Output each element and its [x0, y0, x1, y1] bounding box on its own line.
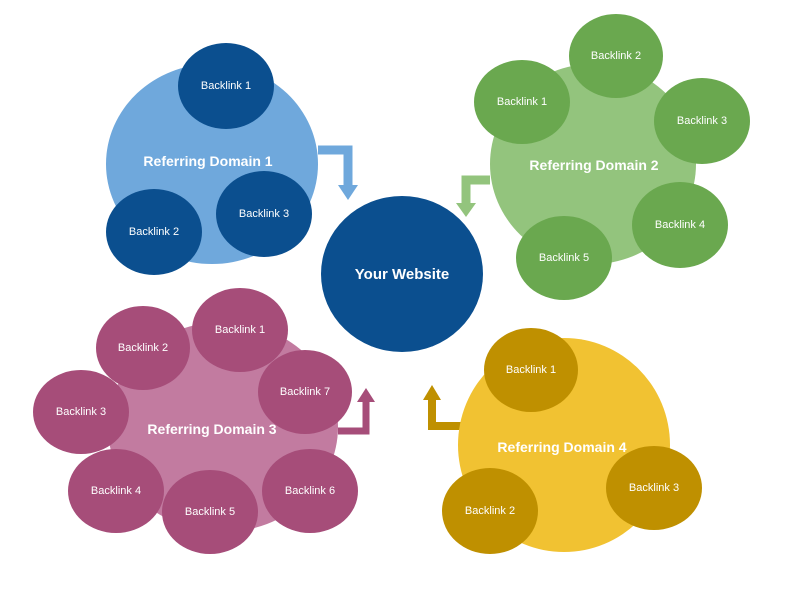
domain-3-backlink-6: Backlink 6 — [262, 449, 358, 533]
arrow-domain3 — [338, 388, 375, 435]
arrow-domain1 — [318, 145, 358, 200]
domain-3-backlink-3: Backlink 3 — [33, 370, 129, 454]
your-website-circle: Your Website — [321, 196, 483, 352]
domain-3-backlink-5: Backlink 5 — [162, 470, 258, 554]
domain-3-backlink-2: Backlink 2 — [96, 306, 190, 390]
referring-domain-3-label: Referring Domain 3 — [147, 421, 277, 437]
domain-2-backlink-5: Backlink 5 — [516, 216, 612, 300]
domain-3-backlink-1: Backlink 1 — [192, 288, 288, 372]
domain-1-backlink-1: Backlink 1 — [178, 43, 274, 129]
referring-domain-1-label: Referring Domain 1 — [143, 153, 273, 169]
domain-3-backlink-7: Backlink 7 — [258, 350, 352, 434]
arrow-domain2 — [456, 175, 490, 217]
domain-2-backlink-4: Backlink 4 — [632, 182, 728, 268]
domain-2-backlink-2: Backlink 2 — [569, 14, 663, 98]
domain-1-backlink-3: Backlink 3 — [216, 171, 312, 257]
domain-2-backlink-3: Backlink 3 — [654, 78, 750, 164]
domain-1-backlink-2: Backlink 2 — [106, 189, 202, 275]
domain-4-backlink-3: Backlink 3 — [606, 446, 702, 530]
domain-2-backlink-1: Backlink 1 — [474, 60, 570, 144]
referring-domain-2-label: Referring Domain 2 — [529, 157, 659, 173]
domain-4-backlink-1: Backlink 1 — [484, 328, 578, 412]
referring-domain-4-label: Referring Domain 4 — [497, 439, 627, 455]
domain-4-backlink-2: Backlink 2 — [442, 468, 538, 554]
arrow-domain4 — [423, 385, 464, 430]
domain-3-backlink-4: Backlink 4 — [68, 449, 164, 533]
